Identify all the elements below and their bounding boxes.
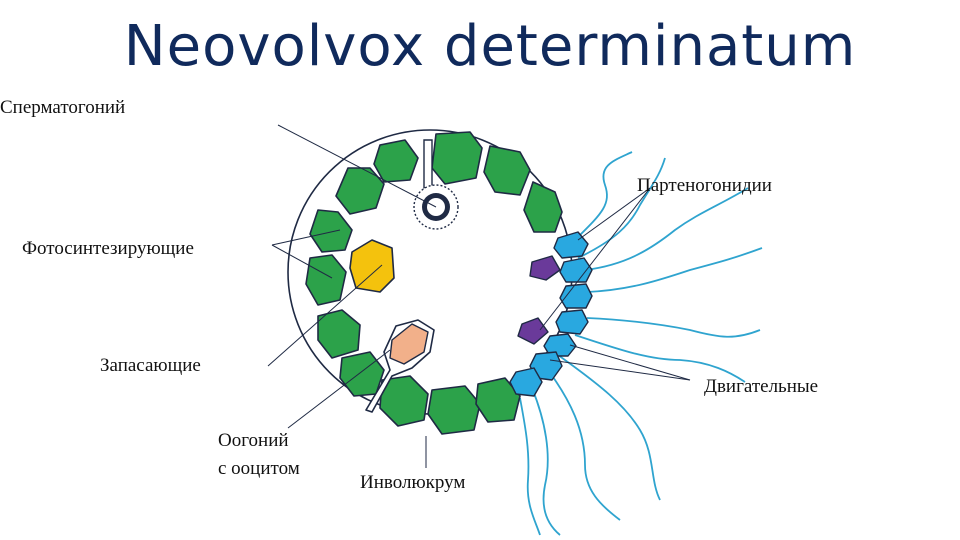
cell (475, 377, 521, 423)
cell (559, 283, 593, 309)
oogonium (365, 319, 435, 413)
label-spermatogonium: Сперматогоний (0, 97, 126, 118)
cell (379, 375, 429, 427)
cell (431, 131, 483, 185)
cell (559, 257, 593, 283)
label-motile: Двигательные (704, 376, 819, 397)
cell (335, 167, 385, 215)
storage-cell (349, 239, 395, 293)
cell (523, 181, 563, 233)
label-storage: Запасающие (100, 355, 201, 376)
cell (305, 254, 347, 306)
cell (483, 145, 531, 196)
flagella (519, 151, 763, 536)
cell (309, 209, 353, 253)
cell (555, 309, 589, 335)
cell (427, 385, 481, 435)
page-title: Neovolvox determinatum (123, 14, 857, 79)
pointer-lines (267, 124, 691, 468)
parthenogonidia-cells (517, 255, 561, 345)
label-oogonium-line1: Оогоний (218, 430, 289, 451)
label-photosynthetic: Фотосинтезирующие (22, 238, 194, 259)
cell (529, 255, 561, 281)
label-involucrum: Инволюкрум (360, 472, 466, 493)
label-oogonium-line2: с ооцитом (218, 458, 300, 479)
cell (543, 333, 577, 357)
cell (529, 351, 563, 381)
cell (339, 351, 385, 397)
cell (509, 367, 543, 397)
label-parthenogonidia: Партеногонидии (637, 175, 772, 196)
cell (373, 139, 419, 183)
cell (317, 309, 361, 359)
cell (517, 317, 549, 345)
